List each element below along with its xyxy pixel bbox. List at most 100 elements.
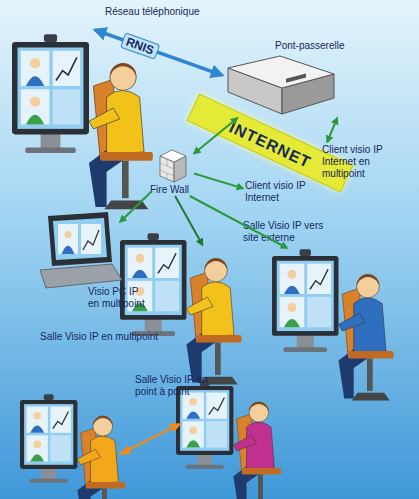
- chair-post: [258, 475, 263, 499]
- screen-tile: [50, 435, 70, 461]
- firewall-device: Fire Wall: [152, 146, 194, 196]
- monitor-screen: [277, 261, 334, 331]
- person-body: [107, 90, 144, 154]
- orange-arrowhead: [118, 445, 131, 455]
- monitor-stand: [41, 132, 61, 150]
- tile-body: [30, 426, 44, 433]
- tile-head: [33, 412, 41, 420]
- node-label: Salle Visio IP en point à point: [135, 374, 215, 398]
- monitor-frame: [272, 256, 339, 336]
- monitor-base: [283, 347, 327, 352]
- screen-tile: [21, 89, 50, 124]
- chair-post: [122, 161, 129, 198]
- screen-chart-line: [310, 269, 328, 289]
- node-label: Salle Visio IP en multipoint: [40, 331, 185, 343]
- monitor-frame: [20, 400, 77, 469]
- person-head: [93, 416, 113, 436]
- person-body: [354, 298, 386, 353]
- screen-tile: [280, 297, 305, 327]
- chair-base: [352, 393, 390, 401]
- device-slot: [286, 73, 306, 82]
- network-link: [120, 191, 152, 222]
- station-external: [272, 249, 394, 400]
- tile-head: [136, 254, 145, 263]
- screen-tile: [183, 421, 204, 447]
- monitor-screen: [180, 390, 229, 451]
- tile-body: [186, 440, 200, 447]
- screen-tile: [21, 51, 50, 86]
- firewall-top-face: [160, 150, 186, 162]
- person-body: [202, 282, 234, 337]
- point-to-point-link: [118, 423, 182, 455]
- firewall-bricks: [160, 159, 174, 179]
- screen-chart-tile: [53, 51, 81, 86]
- laptop-screen: [53, 218, 107, 260]
- tile-head: [30, 96, 40, 106]
- monitor-screen: [18, 48, 84, 129]
- person-hair: [93, 416, 113, 426]
- person-body: [247, 422, 275, 470]
- network-link: [194, 118, 237, 154]
- internet-client-node: Client visio IP Internet: [243, 178, 323, 204]
- station-telephone: [12, 34, 153, 209]
- network-link: [194, 174, 243, 189]
- monitor-stand: [197, 453, 212, 466]
- screen-tile: [58, 224, 78, 254]
- node-label: Client visio IP Internet: [245, 180, 315, 204]
- chair-seat: [196, 335, 242, 343]
- monitor-base: [186, 465, 224, 469]
- network-link: [190, 196, 287, 248]
- person-hair: [205, 258, 228, 269]
- monitor-stand: [41, 467, 56, 480]
- point-to-point-area: Salle Visio IP en point à point: [15, 372, 270, 494]
- tile-body: [30, 454, 44, 461]
- laptop-area: Visio PC IP en multipoint: [38, 210, 120, 290]
- person-arm: [89, 108, 120, 129]
- node-label: Réseau téléphonique: [105, 6, 217, 18]
- camera: [300, 249, 311, 256]
- node-label: Visio PC IP en multipoint: [88, 286, 152, 310]
- monitor-stand: [145, 318, 162, 333]
- tile-head: [288, 270, 297, 279]
- person-arm: [233, 435, 256, 451]
- person-arm: [339, 313, 366, 331]
- chair-base: [104, 200, 148, 209]
- device-top-face: [228, 56, 334, 88]
- screen-chart-tile: [307, 264, 331, 294]
- person-hair: [110, 63, 136, 76]
- chair-post: [215, 343, 221, 375]
- chair-seat: [86, 482, 125, 489]
- chair-seat: [100, 152, 153, 161]
- chair-post: [102, 489, 107, 499]
- monitor-frame: [12, 42, 89, 134]
- person-head: [357, 275, 380, 298]
- person-hair: [249, 402, 269, 412]
- laptop-lid: [48, 212, 112, 266]
- person-arm: [187, 297, 214, 315]
- screen-chart-line: [83, 230, 99, 250]
- node-label: Pont-passerelle: [275, 40, 355, 52]
- tile-head: [189, 427, 197, 435]
- person-body: [91, 436, 119, 484]
- tile-body: [26, 76, 44, 86]
- orange-link-line: [124, 426, 176, 452]
- node-label: Salle Visio IP vers site externe: [243, 220, 325, 244]
- screen-tile: [307, 297, 331, 327]
- tile-body: [186, 412, 200, 419]
- screen-tile: [27, 407, 48, 433]
- monitor-base: [30, 479, 68, 483]
- person-head: [205, 259, 228, 282]
- screen-tile: [206, 421, 227, 447]
- node-label: Fire Wall: [150, 184, 202, 196]
- gateway-device: Pont-passerelle: [222, 40, 350, 118]
- external-room-area: Salle Visio IP vers site externe: [262, 248, 387, 390]
- camera: [44, 394, 54, 400]
- camera: [44, 34, 57, 42]
- multipoint-room-area: Salle Visio IP en multipoint: [115, 245, 240, 343]
- monitor-stand: [297, 334, 314, 349]
- firewall-shape: [152, 146, 194, 184]
